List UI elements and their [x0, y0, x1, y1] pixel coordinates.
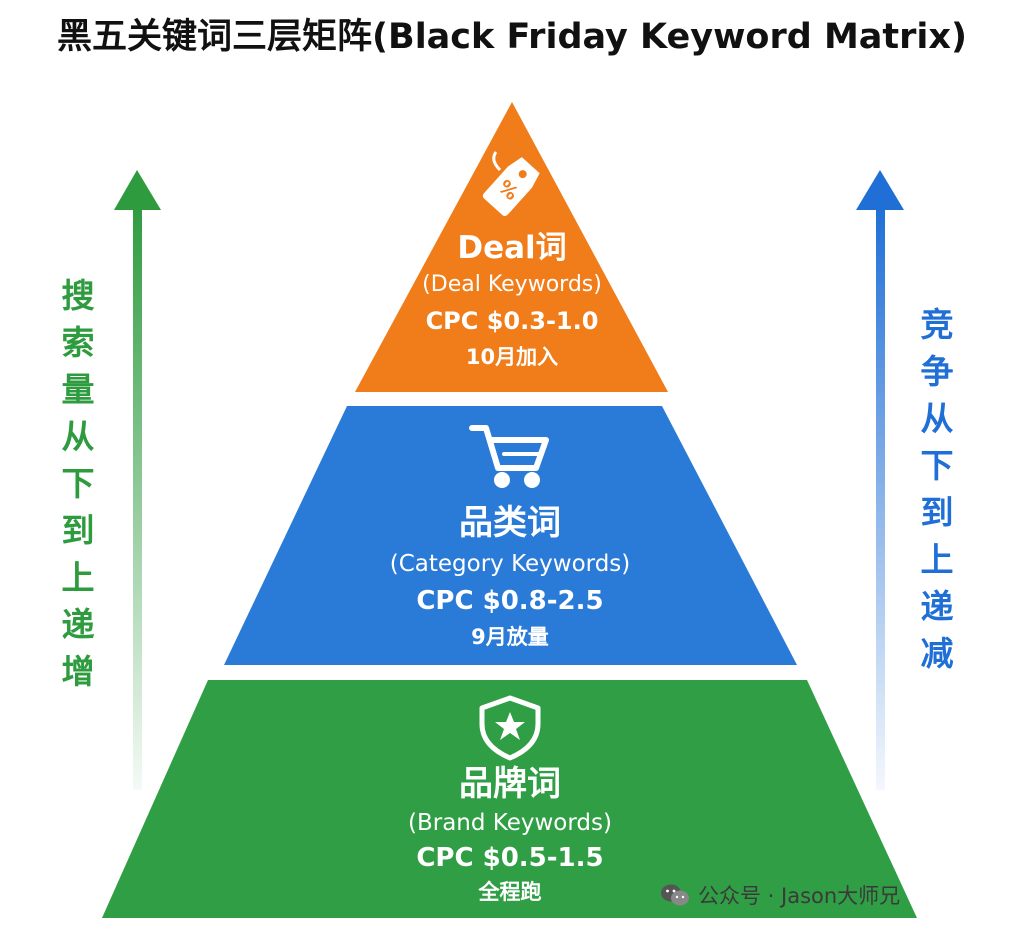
search-volume-trend-text: 搜索量从下到上递增 — [53, 272, 103, 695]
tier-label-category: 品类词 (Category Keywords) CPC $0.8-2.5 9月放… — [390, 500, 631, 654]
tier-english-name: (Brand Keywords) — [408, 810, 612, 836]
tier-middle-category — [224, 406, 797, 665]
tier-timing: 9月放量 — [471, 625, 549, 649]
vertical-char: 减 — [920, 634, 954, 673]
vertical-char: 下 — [920, 446, 954, 485]
vertical-char: 从 — [920, 399, 954, 438]
tier-timing: 全程跑 — [478, 880, 542, 904]
vertical-char: 增 — [61, 652, 95, 691]
vertical-char: 争 — [920, 352, 954, 391]
tier-cpc: CPC $0.5-1.5 — [416, 843, 604, 873]
vertical-char: 递 — [61, 605, 95, 644]
vertical-char: 搜 — [61, 276, 95, 315]
vertical-char: 上 — [61, 558, 95, 597]
vertical-char: 从 — [61, 417, 95, 456]
shopping-cart-icon — [469, 425, 549, 488]
vertical-char: 递 — [920, 587, 954, 626]
tier-label-brand: 品牌词 (Brand Keywords) CPC $0.5-1.5 全程跑 — [408, 762, 612, 908]
page-title: 黑五关键词三层矩阵(Black Friday Keyword Matrix) — [57, 17, 967, 57]
vertical-char: 下 — [61, 464, 95, 503]
tier-top-deal — [355, 102, 668, 392]
tier-name: Deal词 — [457, 230, 567, 266]
right-arrow — [856, 170, 904, 790]
tier-cpc: CPC $0.8-2.5 — [416, 586, 604, 616]
shield-star-icon — [479, 695, 541, 761]
vertical-char: 上 — [920, 540, 954, 579]
vertical-char: 量 — [61, 370, 95, 409]
vertical-char: 竞 — [920, 305, 954, 344]
wechat-icon — [661, 884, 689, 906]
tier-cpc: CPC $0.3-1.0 — [425, 307, 599, 335]
vertical-char: 到 — [61, 511, 95, 550]
watermark-text: 公众号 · Jason大师兄 — [698, 884, 901, 908]
competition-trend-text: 竞争从下到上递减 — [912, 301, 962, 677]
left-arrow — [114, 170, 161, 790]
tier-bottom-brand — [102, 680, 917, 918]
tier-label-deal: Deal词 (Deal Keywords) CPC $0.3-1.0 10月加入 — [422, 228, 602, 374]
watermark: 公众号 · Jason大师兄 — [660, 880, 900, 910]
tier-name: 品牌词 — [458, 764, 561, 804]
vertical-char: 到 — [920, 493, 954, 532]
tier-timing: 10月加入 — [465, 345, 559, 369]
tier-english-name: (Deal Keywords) — [422, 272, 602, 297]
vertical-char: 索 — [61, 323, 95, 362]
price-tag-percent-icon: % — [482, 157, 540, 217]
tier-english-name: (Category Keywords) — [389, 551, 631, 577]
tier-name: 品类词 — [458, 503, 561, 543]
